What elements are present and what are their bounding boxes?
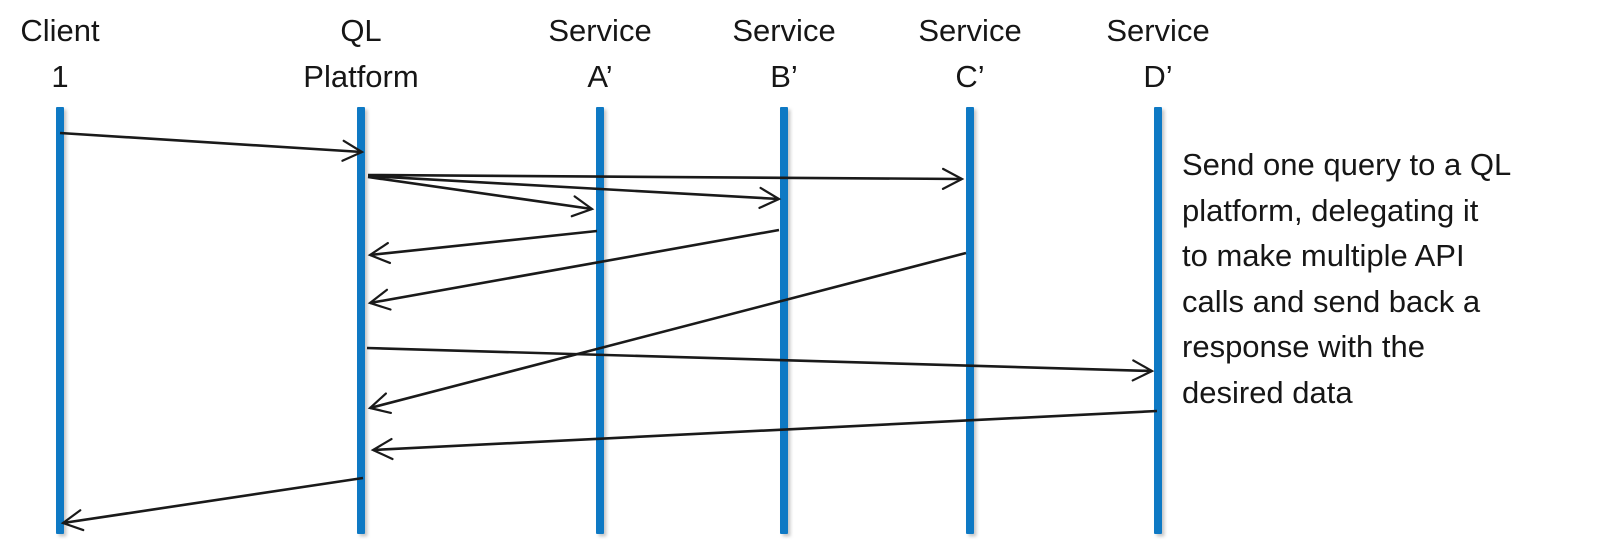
message-arrow-ql-platform-to-client-1 <box>60 476 364 532</box>
message-arrow-client-1-to-ql-platform <box>59 131 365 162</box>
annotation-text: Send one query to a QL platform, delegati… <box>1182 142 1511 415</box>
actor-label-line: B’ <box>770 59 798 94</box>
actor-label-line: C’ <box>955 59 985 94</box>
lifeline-service-a <box>596 107 604 534</box>
annotation-line: platform, delegating it <box>1182 192 1479 228</box>
lifeline-ql-platform <box>357 107 365 534</box>
message-arrow-service-d-to-ql-platform <box>370 409 1158 461</box>
actor-label-line: 1 <box>51 59 69 94</box>
message-arrow-ql-platform-to-service-a <box>367 175 595 218</box>
actor-label-line: A’ <box>587 59 613 94</box>
annotation-line: to make multiple API <box>1182 238 1465 273</box>
actor-label-line: Service <box>1106 13 1210 48</box>
annotation-line: calls and send back a <box>1182 283 1481 319</box>
annotation-line: response with the <box>1182 329 1425 364</box>
actor-label-line: Service <box>732 13 836 48</box>
actor-label-client-1: Client 1 <box>0 8 170 100</box>
message-arrow-service-b-to-ql-platform <box>367 228 780 311</box>
lifeline-client-1 <box>56 107 64 534</box>
lifeline-service-c <box>966 107 974 534</box>
annotation-line: desired data <box>1182 374 1353 410</box>
actor-label-ql-platform: QL Platform <box>251 8 471 100</box>
message-arrow-ql-platform-to-service-b <box>367 174 782 210</box>
message-arrow-service-a-to-ql-platform <box>367 229 598 265</box>
annotation-line: Send one query to a QL <box>1182 147 1512 182</box>
actor-label-line: Client <box>20 13 100 48</box>
actor-label-line: D’ <box>1143 59 1173 94</box>
actor-label-line: Service <box>548 13 652 48</box>
message-arrow-service-c-to-ql-platform <box>367 251 967 414</box>
actor-label-line: QL <box>340 13 382 48</box>
actor-label-line: Service <box>918 13 1022 48</box>
actor-label-line: Platform <box>303 59 419 94</box>
lifeline-service-b <box>780 107 788 534</box>
message-arrow-ql-platform-to-service-d <box>366 346 1155 382</box>
lifeline-service-d <box>1154 107 1162 534</box>
message-arrow-ql-platform-to-service-c <box>367 167 965 190</box>
